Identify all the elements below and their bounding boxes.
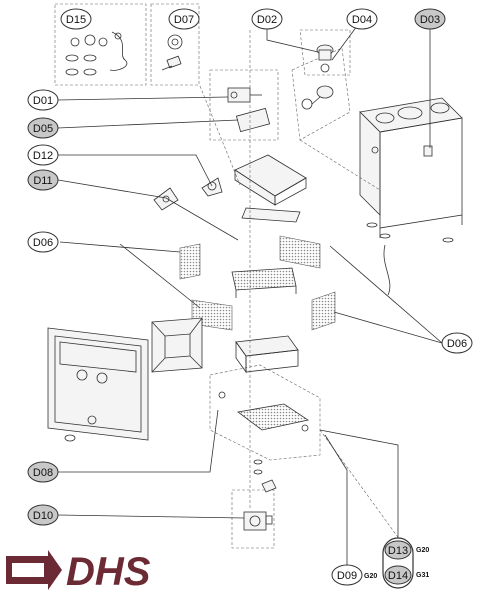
label-d03: D03 — [414, 8, 446, 30]
label-d05-text: D05 — [33, 123, 53, 135]
gas-connector — [253, 459, 277, 493]
burner-bar — [231, 267, 297, 298]
group-box-d10 — [231, 489, 275, 549]
ceramic-panel-right-bottom — [311, 291, 336, 331]
label-d15-text: D15 — [66, 14, 86, 26]
label-d08-text: D08 — [33, 467, 53, 479]
flue-hood — [234, 154, 307, 206]
ceramic-panel-right-top — [279, 235, 321, 269]
label-d09-text: D09 — [337, 570, 357, 582]
label-d12: D12 — [27, 144, 59, 166]
dhs-logo: DHS — [6, 550, 151, 594]
label-d09-gas: G20 — [364, 573, 377, 580]
label-d02: D02 — [251, 8, 283, 30]
label-d10-text: D10 — [33, 510, 53, 522]
label-d06-left: D06 — [27, 231, 59, 253]
assembly-axis-lines — [199, 30, 401, 541]
valve-seal-parts — [161, 34, 183, 71]
reflector-plate — [151, 317, 203, 373]
ceramic-panel-left-top — [179, 243, 201, 280]
gas-valve — [243, 511, 273, 531]
group-box-d02 — [299, 29, 351, 76]
support-rail — [241, 207, 301, 223]
label-d08: D08 — [27, 461, 59, 483]
label-d12-text: D12 — [33, 150, 53, 162]
electrode-part — [201, 177, 223, 197]
label-d05: D05 — [27, 117, 59, 139]
label-d06-right-text: D06 — [447, 338, 467, 350]
label-d02-text: D02 — [257, 14, 277, 26]
label-d14-gas: G31 — [416, 572, 429, 579]
front-panel-frame — [47, 327, 149, 442]
group-box-d08 — [209, 364, 321, 461]
burner-bracket — [235, 335, 299, 374]
label-d03-text: D03 — [420, 14, 440, 26]
ignition-part — [153, 187, 179, 211]
label-d13-gas: G20 — [416, 547, 429, 554]
heater-casing — [359, 97, 463, 296]
control-tray — [218, 391, 310, 432]
group-box-d15 — [54, 3, 147, 86]
logo-arrow-icon — [6, 550, 62, 590]
label-d06-left-text: D06 — [33, 237, 53, 249]
leader-lines — [57, 21, 443, 570]
label-d13-d14-group: D13 G20 D14 G31 — [382, 537, 429, 589]
label-d11-text: D11 — [33, 175, 52, 187]
logo-text: DHS — [66, 550, 151, 594]
label-d04-text: D04 — [352, 14, 372, 26]
label-d09: D09 G20 — [331, 564, 377, 586]
label-d10: D10 — [27, 504, 59, 526]
thermocouple-assembly — [301, 44, 334, 110]
label-d15: D15 — [60, 8, 92, 30]
small-parts-kit — [65, 31, 128, 76]
label-d14-text: D14 — [388, 570, 408, 582]
label-d13-text: D13 — [388, 545, 408, 557]
label-d06-right: D06 — [441, 332, 473, 354]
label-d07: D07 — [168, 8, 200, 30]
label-d07-text: D07 — [174, 14, 194, 26]
label-d11: D11 — [27, 169, 59, 191]
group-box-d07 — [150, 3, 200, 86]
label-d04: D04 — [346, 8, 378, 30]
label-d01-text: D01 — [33, 95, 53, 107]
group-box-d01 — [209, 69, 279, 141]
label-d01: D01 — [27, 89, 59, 111]
pilot-assembly — [227, 87, 271, 133]
